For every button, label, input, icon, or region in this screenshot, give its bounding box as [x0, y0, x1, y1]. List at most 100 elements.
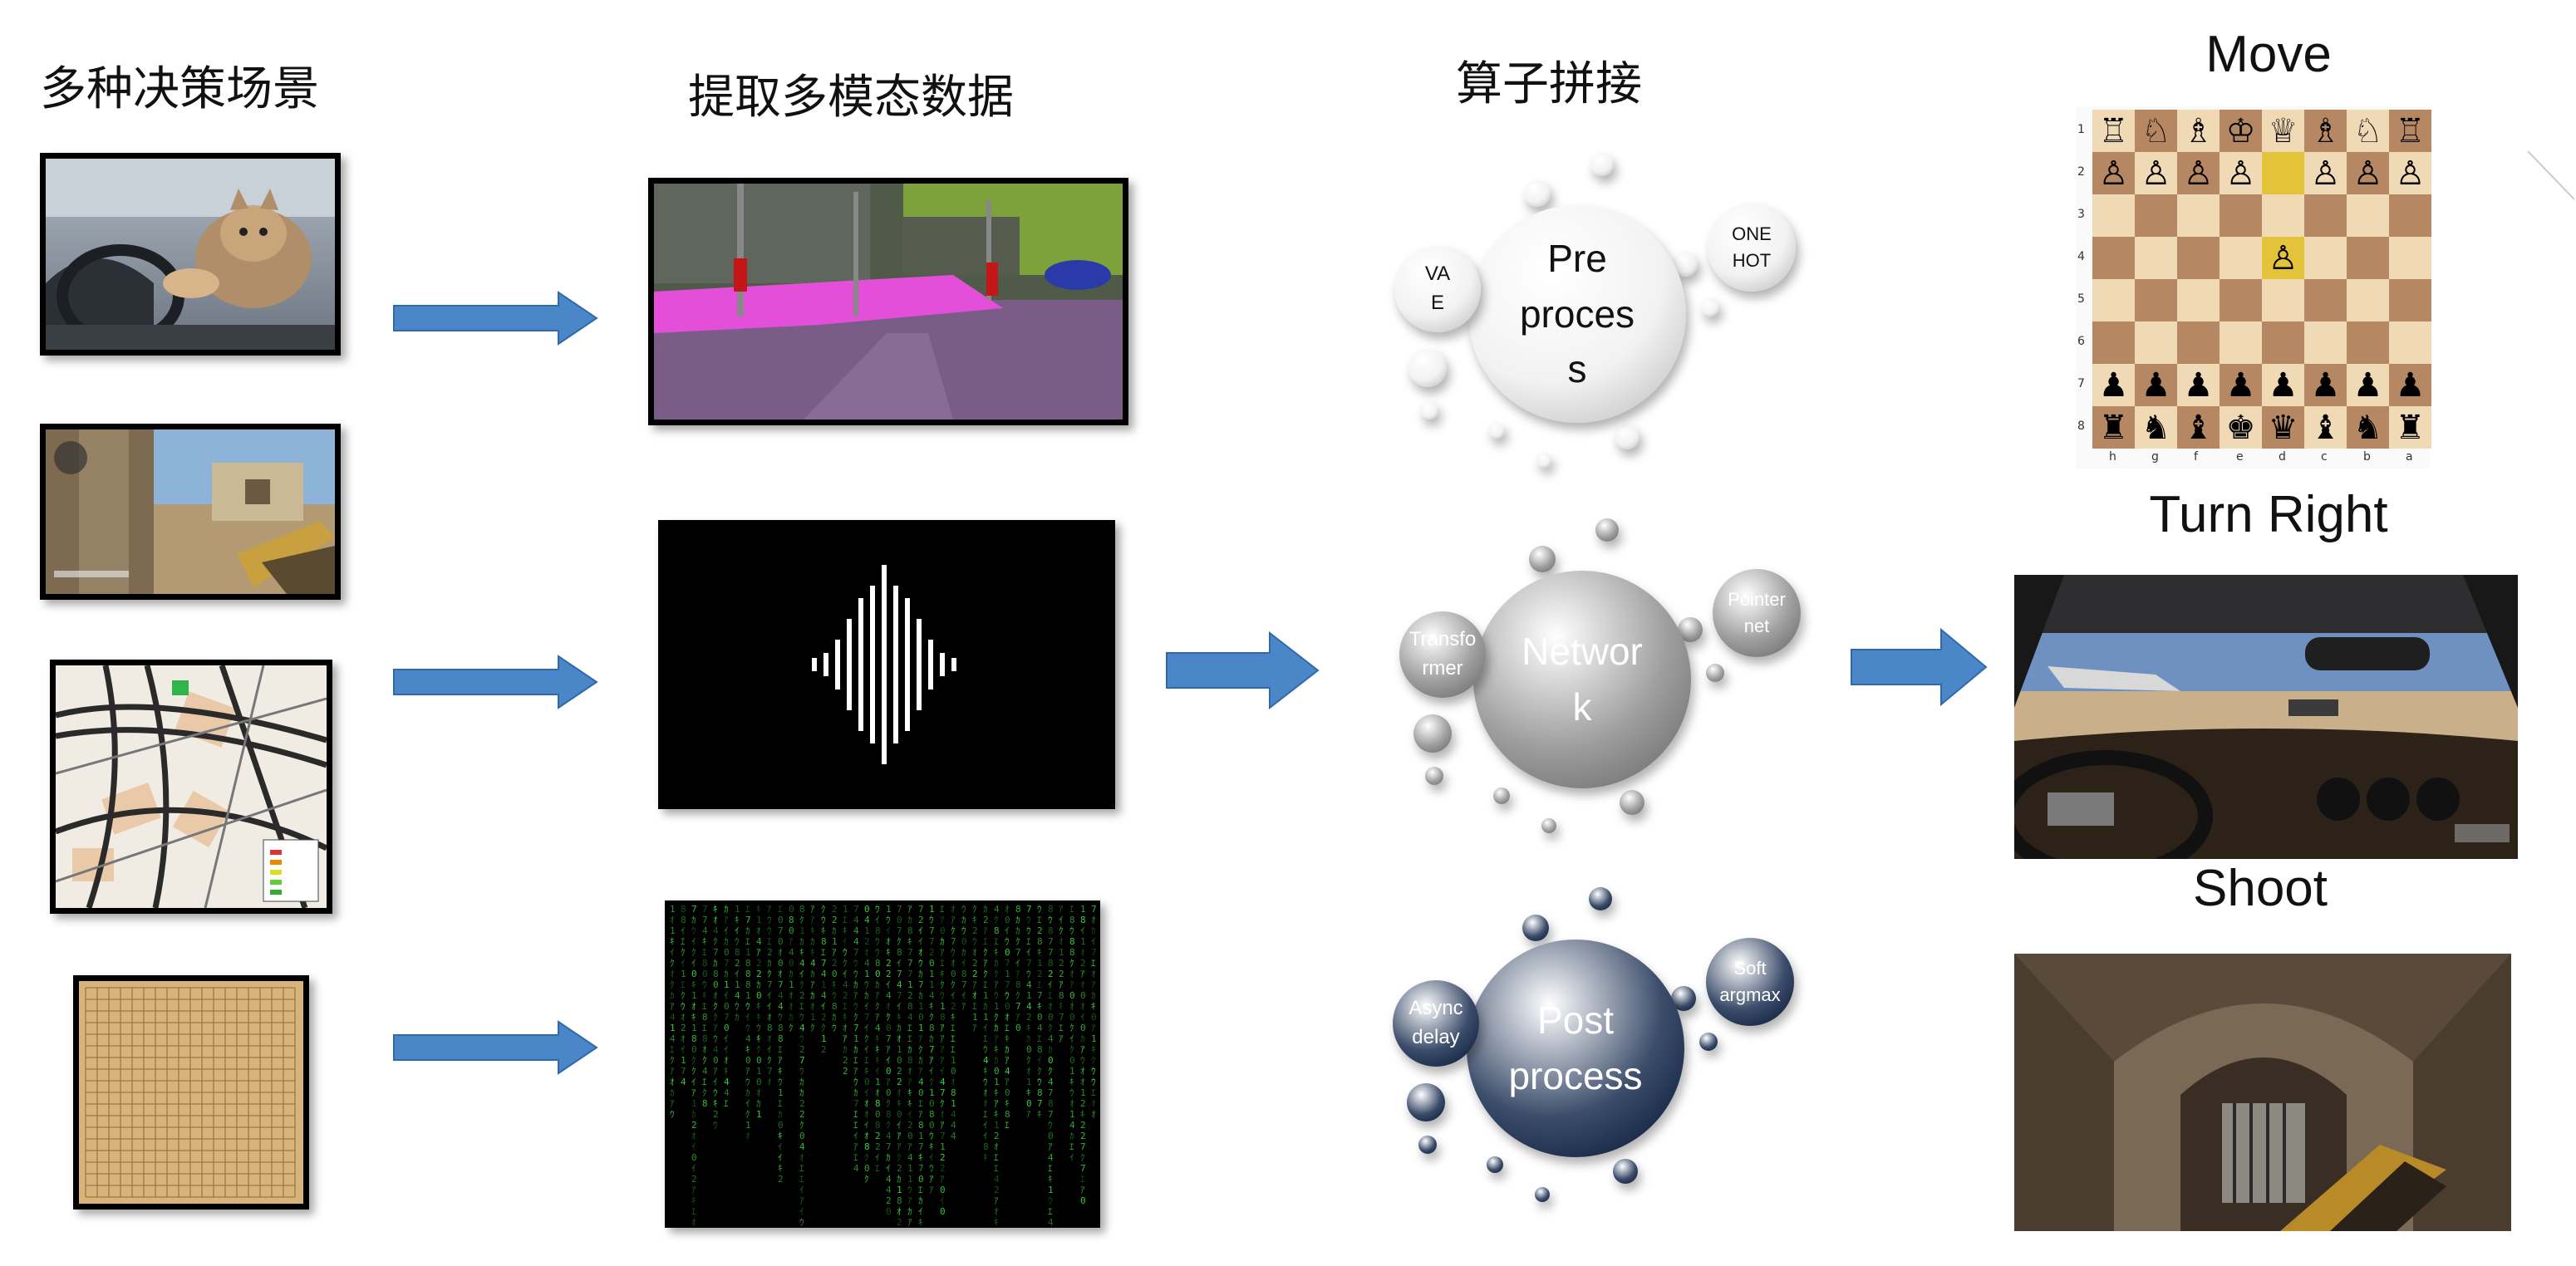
chess-square[interactable]: ♞ [2347, 406, 2389, 449]
chess-piece[interactable]: ♕ [2268, 111, 2298, 150]
chess-square[interactable]: ♟ [2347, 364, 2389, 406]
chess-piece[interactable]: ♙ [2310, 154, 2341, 193]
chess-square[interactable] [2262, 321, 2304, 364]
chess-square[interactable]: ♟ [2304, 364, 2347, 406]
chess-piece[interactable]: ♜ [2098, 408, 2129, 447]
chess-square[interactable]: ♛ [2262, 406, 2304, 449]
chess-square[interactable] [2220, 237, 2262, 279]
chess-piece[interactable]: ♟ [2268, 366, 2298, 405]
svg-text:8: 8 [1015, 904, 1021, 915]
chess-square[interactable]: ♜ [2389, 406, 2431, 449]
chess-piece[interactable]: ♘ [2352, 111, 2383, 150]
chess-square[interactable] [2092, 279, 2135, 321]
chess-piece[interactable]: ♙ [2395, 154, 2426, 193]
chess-square[interactable] [2389, 194, 2431, 237]
chess-square[interactable] [2347, 237, 2389, 279]
chess-square[interactable]: ♘ [2347, 110, 2389, 152]
chess-square[interactable] [2135, 279, 2177, 321]
chess-square[interactable] [2262, 194, 2304, 237]
chess-square[interactable] [2092, 237, 2135, 279]
chess-piece[interactable]: ♝ [2183, 408, 2214, 447]
chess-piece[interactable]: ♟ [2183, 366, 2214, 405]
chess-square[interactable]: ♟ [2220, 364, 2262, 406]
chess-square[interactable] [2135, 237, 2177, 279]
chess-piece[interactable]: ♙ [2183, 154, 2214, 193]
chess-square[interactable] [2092, 321, 2135, 364]
chess-piece[interactable]: ♟ [2141, 366, 2171, 405]
chess-square[interactable]: ♙ [2220, 152, 2262, 194]
chess-square[interactable] [2262, 152, 2304, 194]
chess-piece[interactable]: ♘ [2141, 111, 2171, 150]
chess-square[interactable]: ♝ [2304, 406, 2347, 449]
chess-square[interactable]: ♞ [2135, 406, 2177, 449]
chess-square[interactable]: ♙ [2347, 152, 2389, 194]
chess-piece[interactable]: ♞ [2352, 408, 2383, 447]
chess-piece[interactable]: ♔ [2225, 111, 2256, 150]
chess-piece[interactable]: ♖ [2395, 111, 2426, 150]
chess-square[interactable] [2177, 321, 2220, 364]
chess-square[interactable] [2304, 237, 2347, 279]
chess-square[interactable] [2347, 194, 2389, 237]
chess-square[interactable]: ♙ [2389, 152, 2431, 194]
chess-square[interactable]: ♚ [2220, 406, 2262, 449]
chess-piece[interactable]: ♞ [2141, 408, 2171, 447]
chess-piece[interactable]: ♟ [2098, 366, 2129, 405]
chess-square[interactable] [2177, 279, 2220, 321]
fps-game-screenshot [40, 424, 341, 600]
chess-square[interactable] [2220, 321, 2262, 364]
chess-piece[interactable]: ♖ [2098, 111, 2129, 150]
chess-piece[interactable]: ♙ [2141, 154, 2171, 193]
chess-square[interactable] [2389, 279, 2431, 321]
chess-square[interactable] [2347, 321, 2389, 364]
chess-square[interactable] [2304, 279, 2347, 321]
chess-square[interactable]: ♙ [2177, 152, 2220, 194]
chess-square[interactable]: ♙ [2092, 152, 2135, 194]
chess-square[interactable] [2220, 279, 2262, 321]
chess-square[interactable]: ♟ [2177, 364, 2220, 406]
chess-square[interactable]: ♟ [2262, 364, 2304, 406]
chess-square[interactable]: ♟ [2389, 364, 2431, 406]
chess-square[interactable]: ♝ [2177, 406, 2220, 449]
chess-square[interactable]: ♙ [2262, 237, 2304, 279]
chess-square[interactable] [2092, 194, 2135, 237]
chess-square[interactable] [2177, 194, 2220, 237]
chess-piece[interactable]: ♗ [2183, 111, 2214, 150]
chess-square[interactable]: ♗ [2177, 110, 2220, 152]
chess-square[interactable]: ♟ [2092, 364, 2135, 406]
chess-piece[interactable]: ♛ [2268, 408, 2298, 447]
chess-square[interactable] [2304, 321, 2347, 364]
chess-piece[interactable]: ♟ [2225, 366, 2256, 405]
chess-square[interactable] [2262, 279, 2304, 321]
chess-square[interactable] [2220, 194, 2262, 237]
chess-square[interactable] [2135, 321, 2177, 364]
chess-square[interactable]: ♗ [2304, 110, 2347, 152]
chess-square[interactable]: ♘ [2135, 110, 2177, 152]
chess-square[interactable]: ♙ [2135, 152, 2177, 194]
chess-piece[interactable]: ♙ [2225, 154, 2256, 193]
chess-square[interactable]: ♙ [2304, 152, 2347, 194]
svg-text:0: 0 [1037, 1012, 1043, 1023]
chess-square[interactable]: ♜ [2092, 406, 2135, 449]
chess-piece[interactable]: ♙ [2098, 154, 2129, 193]
chess-square[interactable] [2389, 237, 2431, 279]
chess-piece[interactable]: ♟ [2395, 366, 2426, 405]
chess-piece[interactable]: ♜ [2395, 408, 2426, 447]
chess-square[interactable] [2347, 279, 2389, 321]
chess-square[interactable]: ♖ [2389, 110, 2431, 152]
chess-piece[interactable]: ♝ [2310, 408, 2341, 447]
chess-square[interactable]: ♔ [2220, 110, 2262, 152]
chess-piece[interactable]: ♗ [2310, 111, 2341, 150]
chess-square[interactable]: ♕ [2262, 110, 2304, 152]
chess-piece[interactable]: ♙ [2352, 154, 2383, 193]
chess-piece[interactable]: ♙ [2268, 238, 2298, 277]
chess-square[interactable]: ♟ [2135, 364, 2177, 406]
chess-square[interactable] [2135, 194, 2177, 237]
chess-piece[interactable]: ♚ [2225, 408, 2256, 447]
chess-square[interactable]: ♖ [2092, 110, 2135, 152]
chess-square[interactable] [2389, 321, 2431, 364]
chess-piece[interactable]: ♟ [2310, 366, 2341, 405]
chess-square[interactable] [2177, 237, 2220, 279]
chess-piece[interactable]: ♟ [2352, 366, 2383, 405]
svg-text:2: 2 [821, 1012, 827, 1023]
chess-square[interactable] [2304, 194, 2347, 237]
